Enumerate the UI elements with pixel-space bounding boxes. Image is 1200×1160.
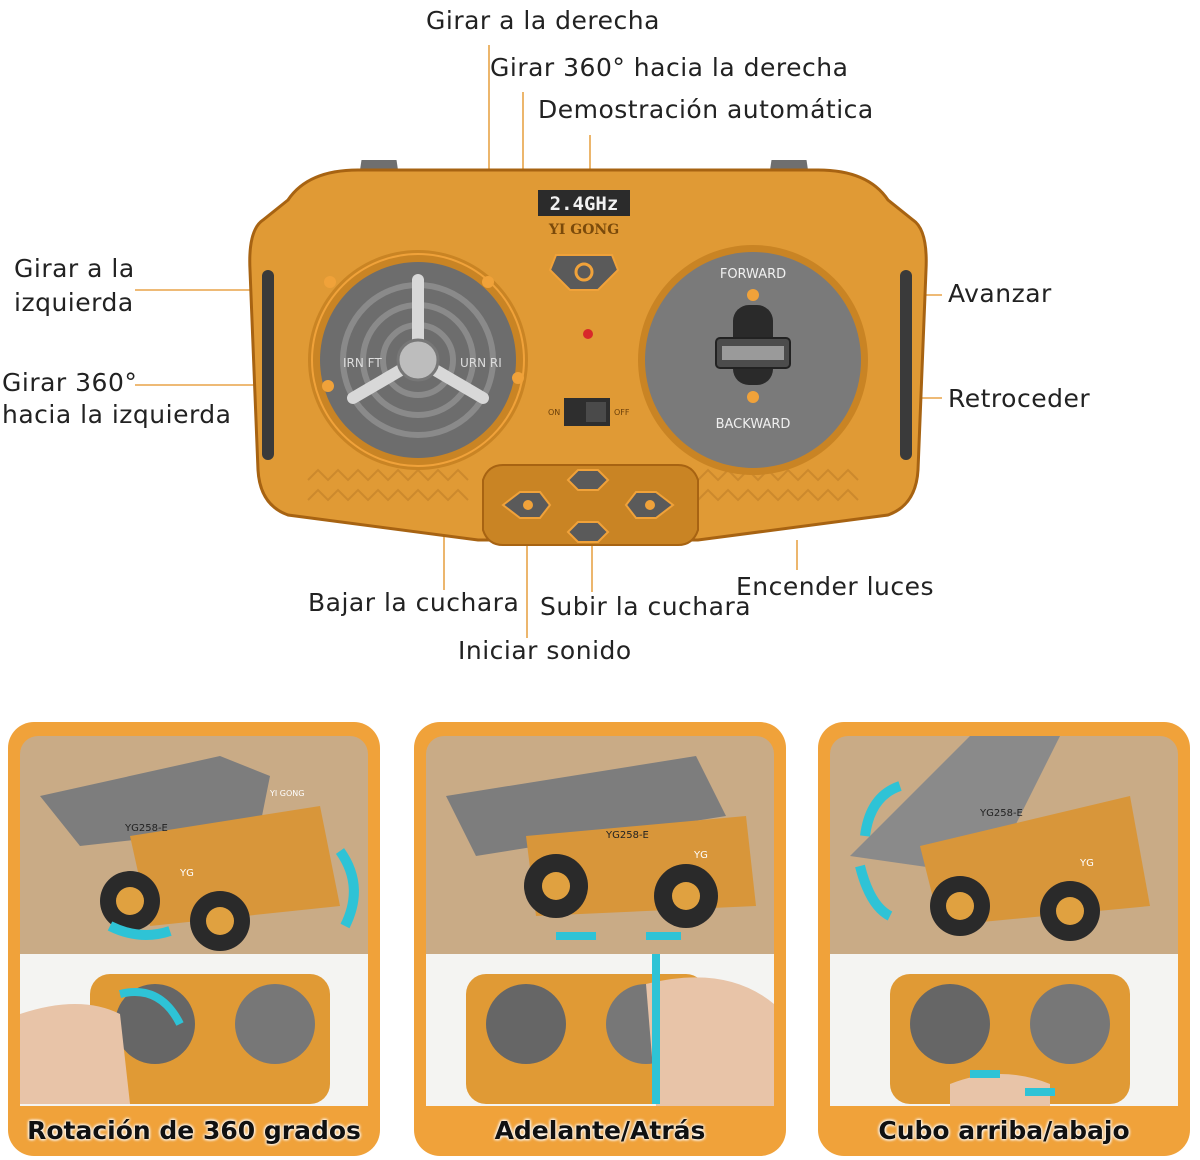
caption-forward-back: Adelante/Atrás [494, 1116, 706, 1145]
turn-left-text: IRN FT [343, 356, 382, 370]
band-text: 2.4GHz [550, 193, 619, 215]
svg-text:YG: YG [693, 850, 708, 861]
svg-text:YG: YG [1079, 858, 1094, 869]
caption-rotation: Rotación de 360 grados [27, 1116, 361, 1145]
left-antenna [360, 160, 398, 170]
label-backward: Retroceder [948, 384, 1091, 413]
truck-photo: YG258-E YG [426, 736, 774, 954]
label-turn-left-1: Girar a la [14, 254, 135, 283]
brand-name: YI GONG [548, 222, 619, 238]
truck-photo: YG258-E YG YI GONG [20, 736, 368, 954]
off-label: OFF [614, 408, 630, 417]
gear-icon [574, 262, 594, 282]
left-grip [262, 270, 274, 460]
label-turn-360-left-2: hacia la izquierda [2, 400, 232, 429]
tread-texture [307, 468, 859, 502]
right-antenna [770, 160, 808, 170]
label-auto-demo: Demostración automática [538, 95, 874, 124]
label-turn-360-right: Girar 360° hacia la derecha [490, 53, 849, 82]
label-bucket-up: Subir la cuchara [540, 592, 752, 621]
panel-bucket: YG258-E YG Cubo arriba/abajo [818, 722, 1190, 1156]
svg-text:YG: YG [179, 868, 194, 879]
panel-rotation: YG258-E YG YI GONG Rotación de 360 grado… [8, 722, 380, 1156]
svg-text:YI GONG: YI GONG [269, 789, 304, 798]
remote-hand-photo [20, 954, 368, 1106]
power-led [583, 329, 593, 339]
caption-bucket: Cubo arriba/abajo [878, 1116, 1130, 1145]
label-turn-left-2: izquierda [14, 288, 134, 317]
demo-button[interactable] [548, 254, 620, 291]
sound-icon [523, 500, 533, 510]
label-sound: Iniciar sonido [458, 636, 632, 665]
label-forward: Avanzar [948, 279, 1052, 308]
band-badge [538, 190, 630, 216]
forward-label: FORWARD [720, 267, 786, 282]
label-bucket-down: Bajar la cuchara [308, 588, 520, 617]
label-lights: Encender luces [736, 572, 935, 601]
svg-text:YG258-E: YG258-E [124, 823, 168, 834]
right-grip [900, 270, 912, 460]
light-icon [645, 500, 655, 510]
truck-photo: YG258-E YG [830, 736, 1178, 954]
on-label: ON [548, 408, 560, 417]
remote-hand-photo [426, 954, 774, 1106]
panel-forward-back: YG258-E YG Adelante/Atrás [414, 722, 786, 1156]
bucket-up-button[interactable] [566, 521, 610, 543]
remote-control: IRN FT URN RI 2.4GHz YI GONG ON OFF FORW… [248, 160, 928, 546]
label-turn-360-left-1: Girar 360° [2, 368, 138, 397]
backward-label: BACKWARD [716, 417, 791, 432]
svg-text:YG258-E: YG258-E [605, 830, 649, 841]
remote-hand-photo [830, 954, 1178, 1106]
turn-right-text: URN RI [460, 356, 502, 370]
bucket-down-button[interactable] [566, 469, 610, 491]
svg-text:YG258-E: YG258-E [979, 808, 1023, 819]
label-turn-right: Girar a la derecha [426, 6, 660, 35]
